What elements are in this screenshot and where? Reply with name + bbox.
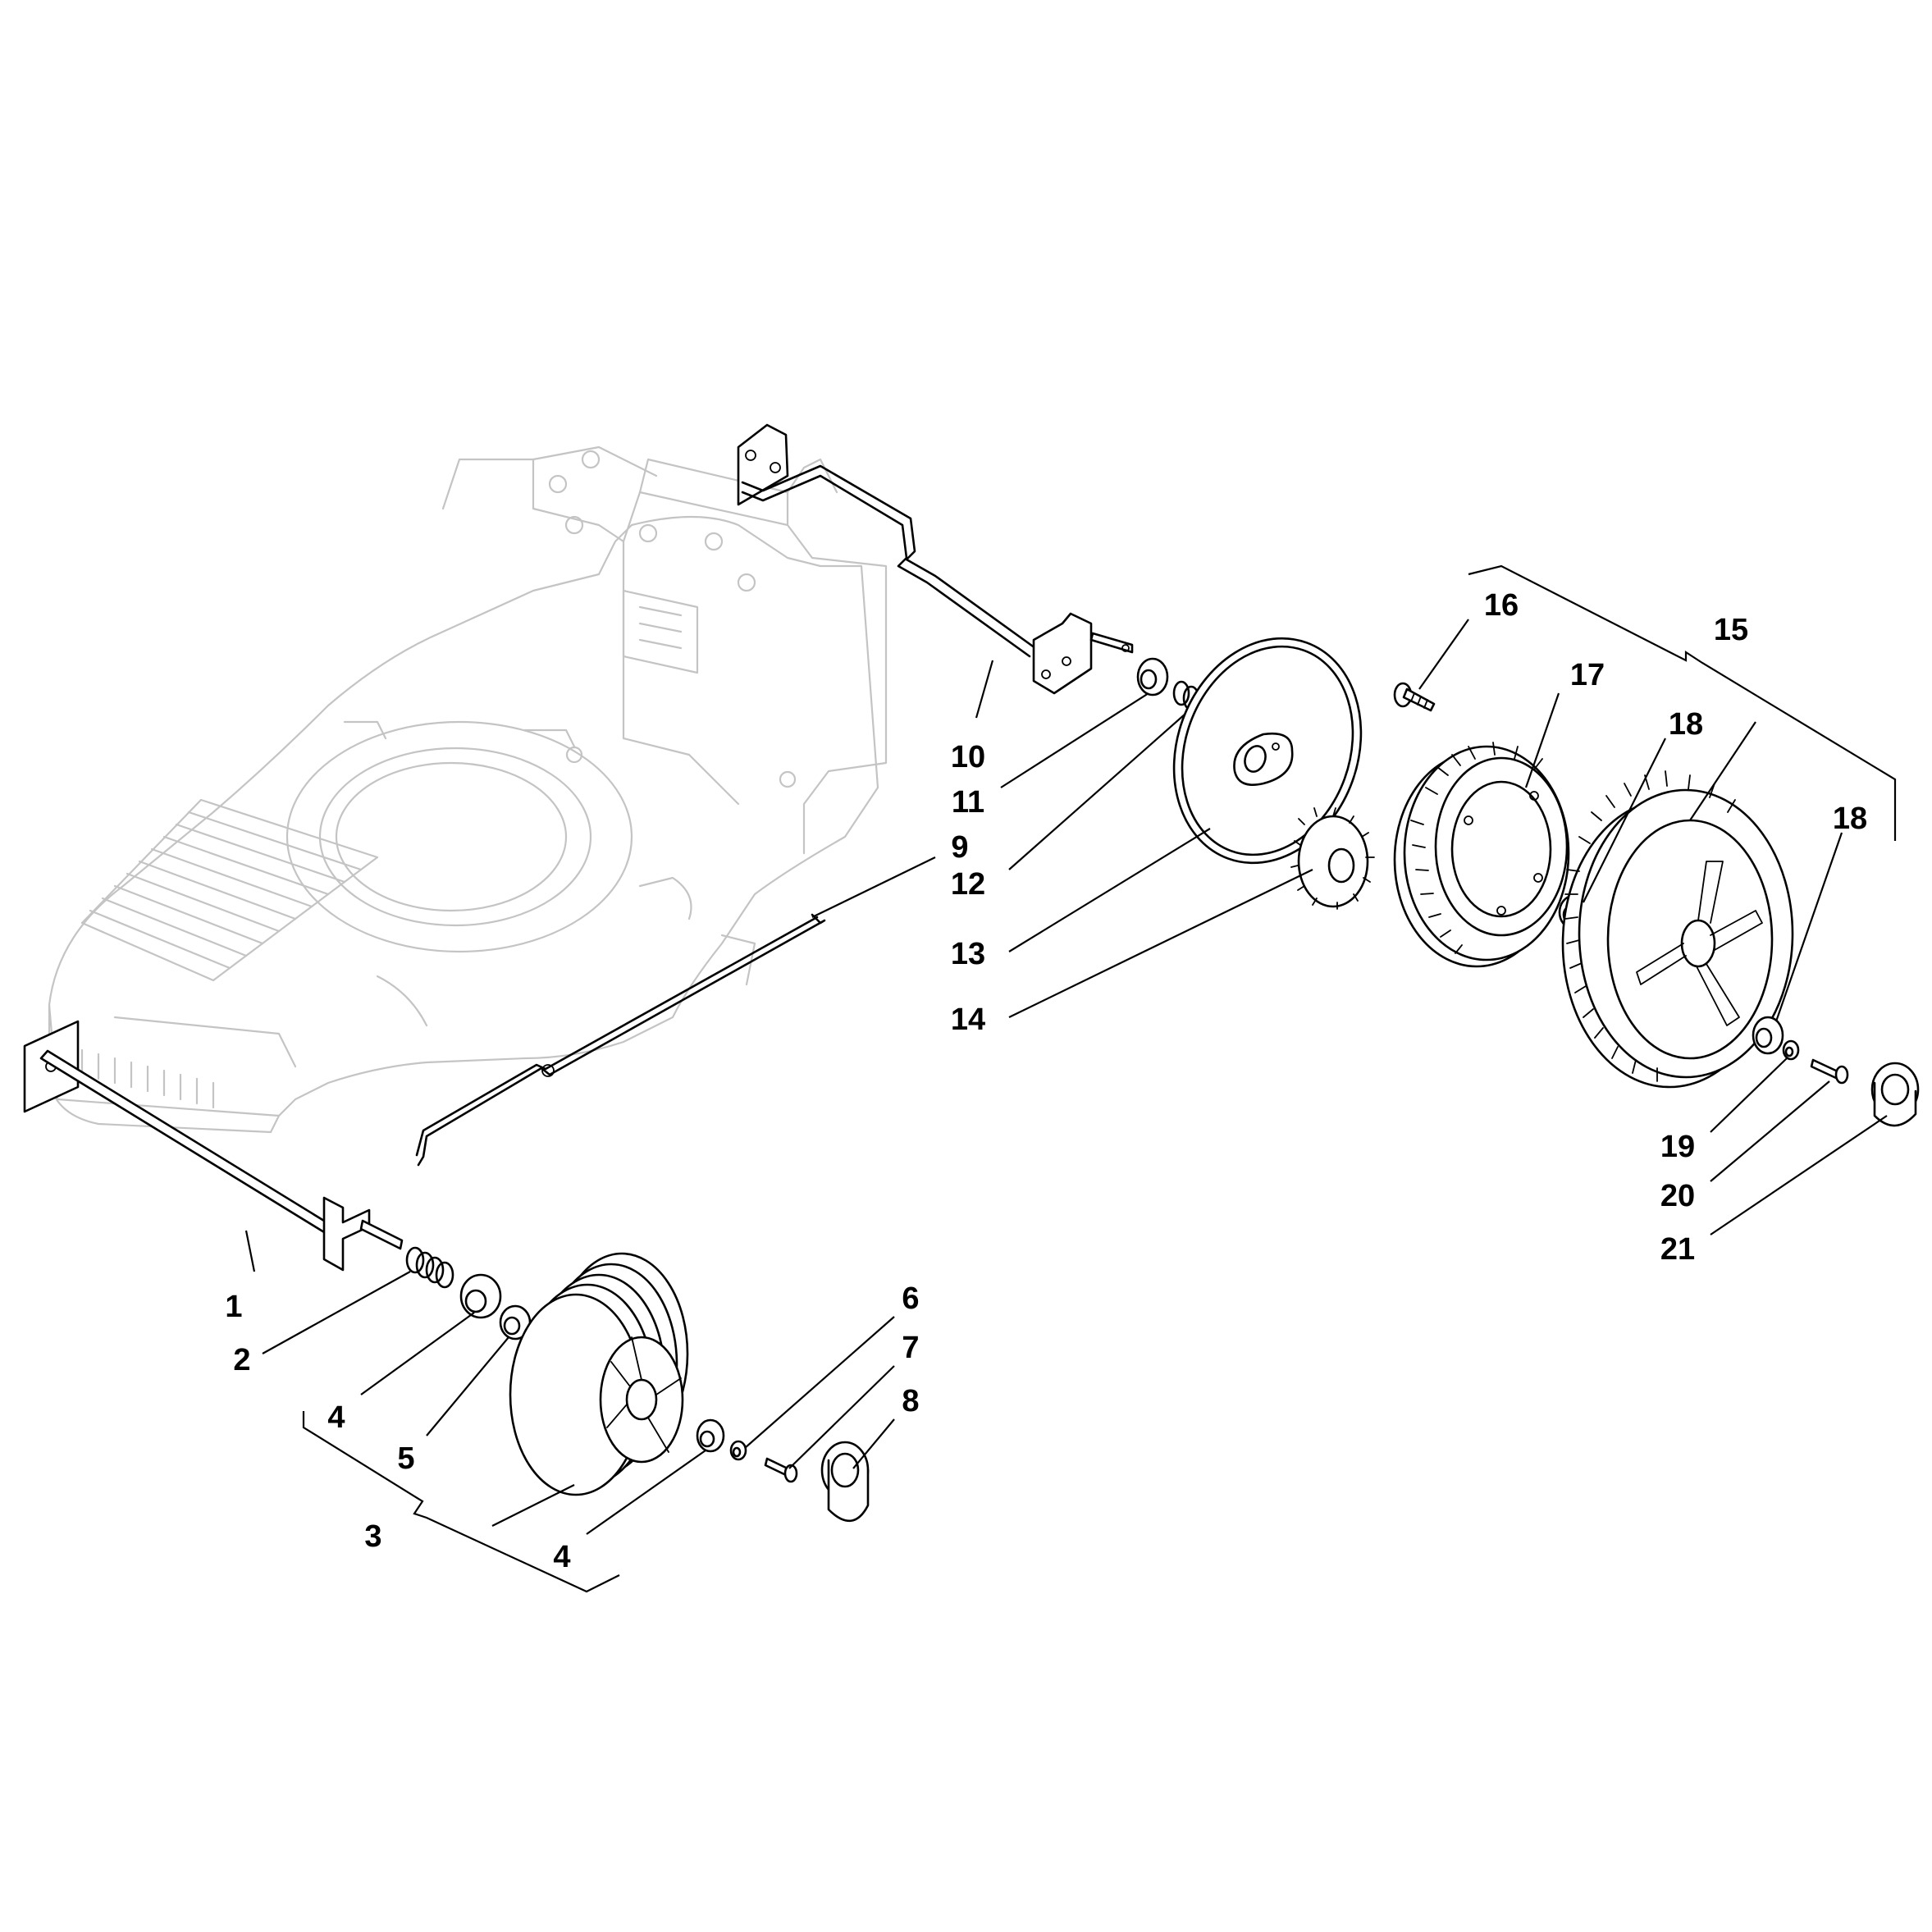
callout-2: 2 — [233, 1343, 250, 1377]
callout-8: 8 — [902, 1384, 919, 1418]
part-18-bearing-outer — [1752, 1016, 1784, 1055]
callout-13: 13 — [951, 937, 985, 971]
deck-ribs — [80, 798, 379, 982]
part-13-cover-plate — [1172, 637, 1363, 865]
part-11-bushing — [1136, 657, 1169, 697]
callout-3: 3 — [364, 1519, 381, 1554]
deck-front-ribs — [80, 1048, 215, 1109]
callout-19: 19 — [1660, 1130, 1695, 1164]
part-4-bushing — [459, 1273, 502, 1319]
leader-lines — [244, 619, 1888, 1535]
part-7-bolt — [764, 1457, 798, 1483]
part-21-hubcap — [1870, 1062, 1920, 1127]
group-bracket-3 — [302, 1411, 620, 1593]
part-15-rear-wheel — [1561, 770, 1794, 1089]
part-17-ring-gear — [1393, 742, 1570, 968]
callout-4b: 4 — [553, 1540, 570, 1574]
callout-11: 11 — [952, 785, 984, 820]
part-2-spring — [405, 1246, 454, 1289]
part-10-rear-rod — [737, 423, 1134, 695]
callout-1: 1 — [225, 1290, 242, 1324]
part-14-pinion — [1290, 807, 1375, 910]
callout-18b: 18 — [1833, 802, 1867, 836]
callout-18: 18 — [1669, 707, 1703, 742]
callout-7: 7 — [902, 1331, 919, 1365]
callout-17: 17 — [1570, 658, 1605, 692]
part-9-wire-rod — [415, 913, 826, 1167]
callout-14: 14 — [951, 1003, 985, 1037]
callout-5: 5 — [397, 1441, 414, 1476]
group-bracket-15 — [1468, 564, 1897, 841]
part-3-front-wheel — [509, 1252, 689, 1496]
mower-deck-outline — [48, 445, 888, 1134]
callout-4: 4 — [327, 1400, 345, 1435]
part-19-washer — [1782, 1039, 1800, 1061]
callout-10: 10 — [951, 740, 985, 774]
callout-21: 21 — [1660, 1232, 1695, 1267]
part-1-axle-bracket — [23, 1020, 404, 1272]
callout-20: 20 — [1660, 1179, 1695, 1213]
part-20-bolt — [1810, 1058, 1849, 1085]
callout-12: 12 — [951, 867, 985, 902]
part-6-washer — [729, 1440, 747, 1461]
part-8-hubcap — [820, 1441, 870, 1523]
callout-16: 16 — [1484, 588, 1519, 623]
part-16-screw — [1393, 682, 1436, 712]
callout-labels: 1 2 4 5 3 4 6 7 8 9 10 11 12 13 14 15 16… — [225, 588, 1867, 1574]
callout-6: 6 — [902, 1281, 919, 1316]
callout-15: 15 — [1714, 613, 1748, 647]
part-4-bushing-outer — [696, 1418, 725, 1453]
callout-9: 9 — [951, 830, 968, 865]
